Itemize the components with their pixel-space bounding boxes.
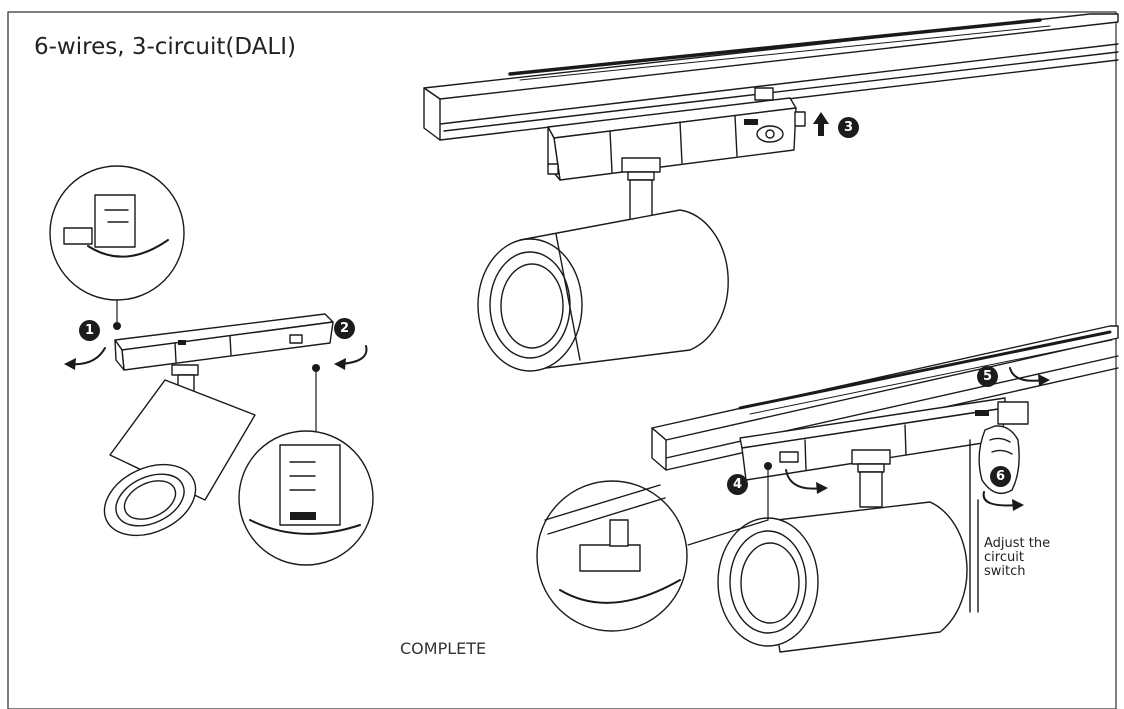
rotate-arrow-6 xyxy=(982,491,1024,511)
rotate-arrow-2 xyxy=(334,345,368,370)
hand-switch xyxy=(969,425,1020,613)
rotate-arrow-1 xyxy=(64,347,106,370)
left-spotlight xyxy=(103,364,256,537)
left-track-adapter xyxy=(114,313,334,371)
step-badge-5: 5 xyxy=(977,366,998,387)
page-frame xyxy=(7,11,1117,709)
bottom-detail-circle xyxy=(536,462,772,632)
rotate-arrow-4 xyxy=(785,469,828,494)
rotate-arrow-5 xyxy=(1009,367,1050,386)
bottom-spotlight xyxy=(717,449,968,653)
top-track-adapter xyxy=(547,87,806,181)
left-detail-top xyxy=(49,165,185,330)
step-badge-1: 1 xyxy=(79,320,100,341)
adjust-note-line: circuit xyxy=(984,550,1024,565)
complete-label: COMPLETE xyxy=(400,639,487,658)
left-detail-bottom xyxy=(238,364,374,566)
step-badge-4: 4 xyxy=(727,474,748,495)
bottom-track-rail xyxy=(651,325,1119,471)
top-spotlight xyxy=(477,157,729,372)
adjust-note-line: switch xyxy=(984,564,1026,579)
bottom-track-adapter xyxy=(739,397,1029,481)
page-title: 6-wires, 3-circuit(DALI) xyxy=(34,34,296,60)
step-badge-2: 2 xyxy=(334,318,355,339)
adjust-switch-note: Adjust the circuit switch xyxy=(984,537,1050,579)
step-badge-3: 3 xyxy=(838,117,859,138)
push-up-arrow xyxy=(813,112,829,136)
adjust-note-line: Adjust the xyxy=(984,536,1051,551)
top-track-rail xyxy=(423,13,1119,141)
step-badge-6: 6 xyxy=(990,466,1011,487)
